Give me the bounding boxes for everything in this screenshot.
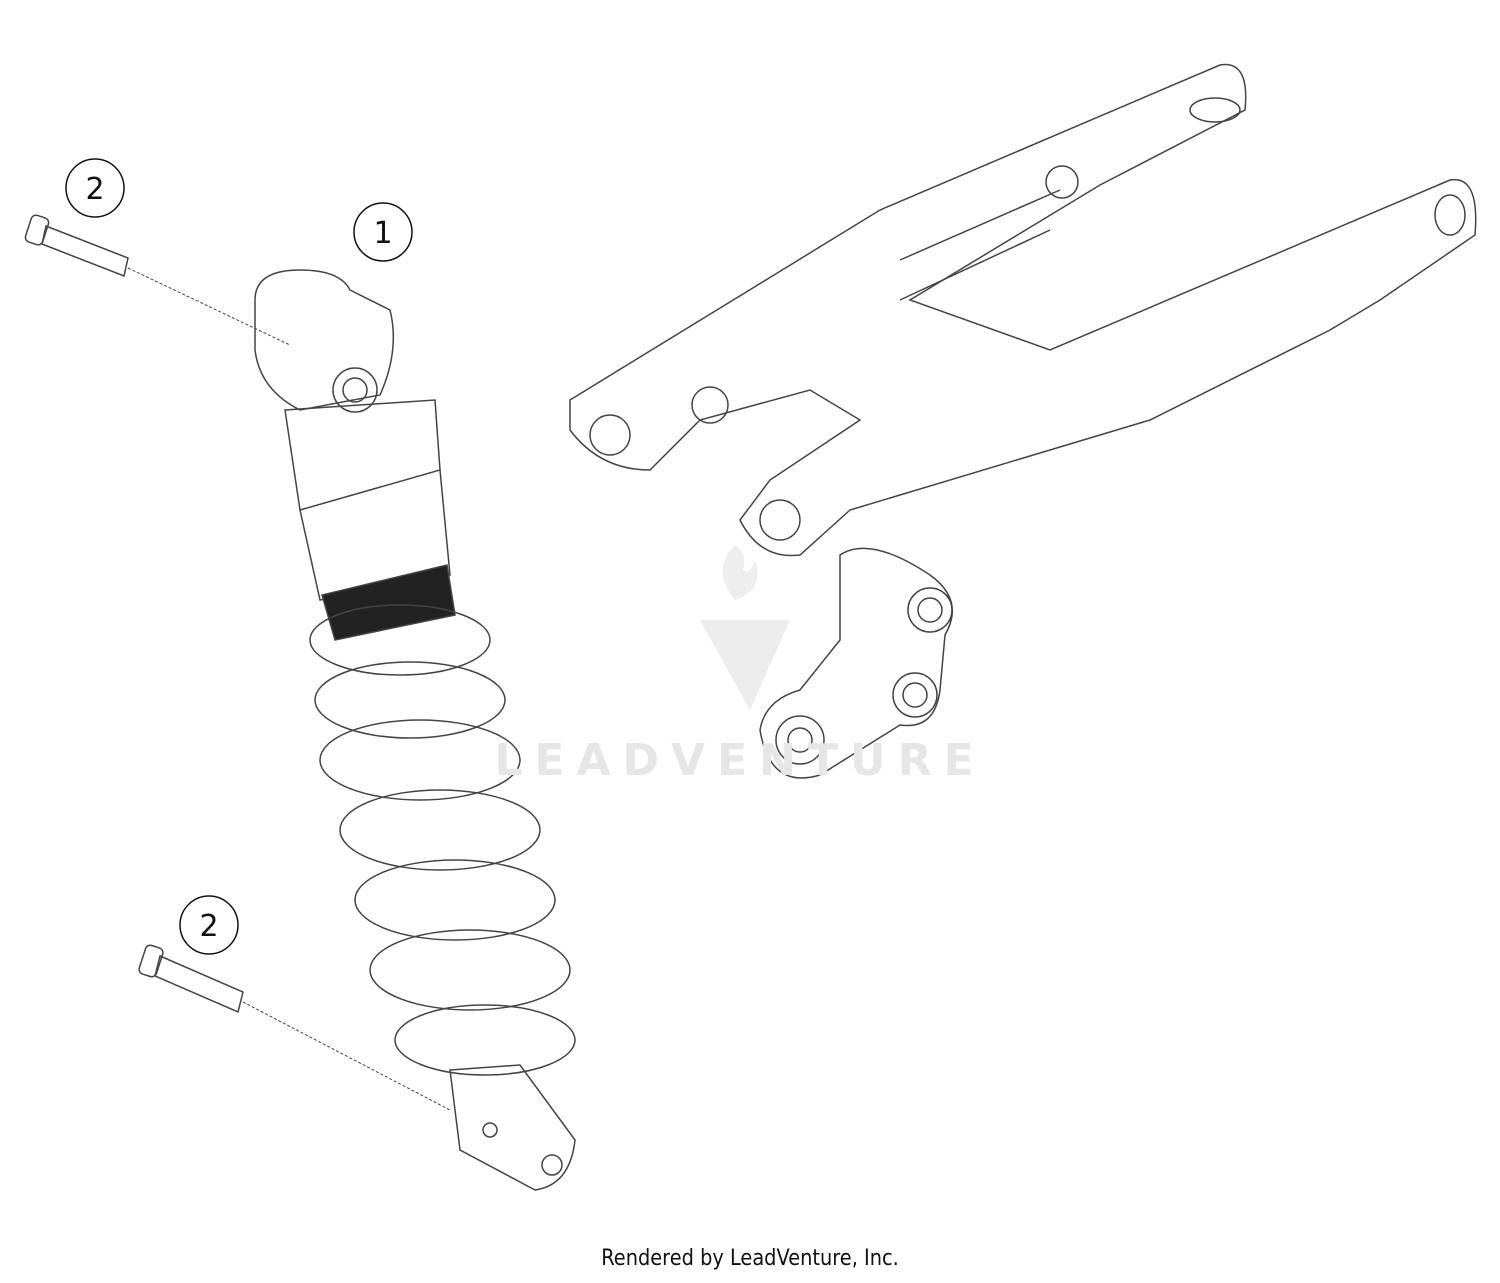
watermark-logo bbox=[700, 545, 790, 710]
footer-credit: Rendered by LeadVenture, Inc. bbox=[601, 1246, 899, 1271]
swingarm[interactable] bbox=[569, 63, 1477, 557]
linkage-lever[interactable] bbox=[759, 547, 953, 779]
upper-bolt[interactable] bbox=[24, 214, 291, 346]
shock-spring bbox=[314, 661, 576, 1076]
watermark-text: LEADVENTURE bbox=[494, 735, 986, 786]
callout-2-upper[interactable]: 2 bbox=[65, 158, 125, 218]
svg-text:2: 2 bbox=[85, 172, 104, 207]
svg-text:1: 1 bbox=[373, 216, 392, 251]
callout-1[interactable]: 1 bbox=[353, 202, 413, 262]
lower-bolt[interactable] bbox=[138, 944, 451, 1111]
svg-text:2: 2 bbox=[199, 909, 218, 944]
callout-2-lower[interactable]: 2 bbox=[179, 895, 239, 955]
shock-absorber[interactable] bbox=[254, 269, 576, 1191]
